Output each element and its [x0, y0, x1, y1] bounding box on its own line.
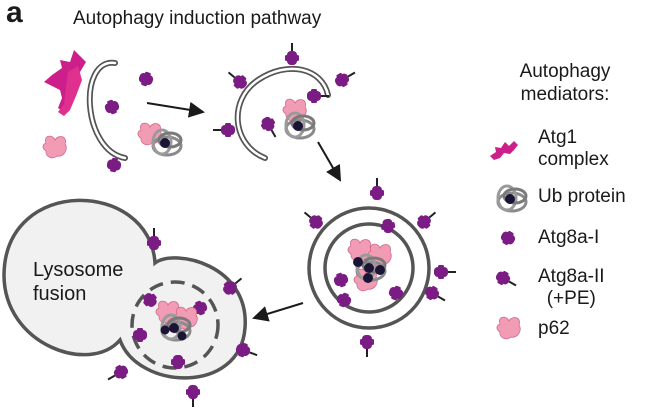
stage-4-lysosome-fusion — [2, 198, 259, 407]
atg8a-ii-icon — [258, 114, 281, 140]
atg8a-i-icon — [103, 98, 121, 116]
lysosome-fusion-label: Lysosome fusion — [33, 258, 123, 306]
legend-label-atg8a-i: Atg8a-I — [538, 227, 599, 249]
legend-icons — [490, 141, 528, 340]
autophagosome-inner-membrane — [323, 222, 415, 314]
lysosome-label-line1: Lysosome — [33, 259, 124, 281]
legend-label-line1: Atg1 — [538, 127, 578, 148]
atg1-complex-icon — [490, 141, 518, 160]
expanding-phagophore — [234, 65, 331, 161]
legend-label-line1: Ub protein — [538, 186, 626, 207]
autophagosome-outer-membrane — [307, 206, 431, 330]
ub-protein-icon — [496, 184, 528, 213]
arrow-stage3-to-stage4 — [252, 302, 304, 322]
legend-label-atg1: Atg1 complex — [538, 127, 609, 171]
atg8a-ii-icon — [213, 123, 235, 137]
legend-label-line1: Atg8a-II — [538, 266, 605, 287]
ub-protein-icon — [284, 111, 316, 140]
legend-heading-line2: mediators: — [520, 84, 610, 105]
p62-icon — [42, 135, 67, 159]
atg8a-ii-icon — [186, 385, 200, 407]
arrow-stage1-to-stage2 — [146, 101, 205, 118]
atg8a-ii-icon — [414, 207, 440, 232]
atg8a-i-icon — [137, 70, 155, 88]
legend-label-line2: complex — [538, 149, 609, 170]
stage-1-initiation — [42, 50, 183, 174]
legend-heading-line1: Autophagy — [519, 61, 611, 82]
legend-label-ub-protein: Ub protein — [538, 186, 626, 208]
stage-2-expansion — [213, 43, 358, 161]
panel-label: a — [6, 0, 23, 29]
diagram-title: Autophagy induction pathway — [73, 8, 322, 29]
legend-label-line1: Atg8a-I — [538, 227, 600, 248]
atg8a-ii-icon — [105, 362, 131, 385]
atg8a-ii-icon — [332, 271, 350, 289]
atg8a-ii-icon — [285, 43, 299, 65]
arrow-stage2-to-stage3 — [317, 141, 342, 182]
lysosome-label-line2: fusion — [33, 283, 87, 305]
stage-3-autophagosome — [300, 178, 456, 357]
atg8a-ii-icon — [434, 265, 456, 279]
atg1-complex-cluster — [44, 50, 86, 116]
atg8a-ii-icon — [493, 268, 519, 291]
p62-icon — [496, 316, 521, 340]
legend-label-line2: (+PE) — [546, 288, 596, 309]
atg8a-i-icon — [498, 228, 518, 248]
atg8a-ii-icon — [360, 335, 374, 357]
legend-label-atg8a-ii: Atg8a-II (+PE) — [538, 266, 605, 310]
legend-label-line1: p62 — [538, 318, 570, 339]
legend-heading: Autophagy mediators: — [495, 60, 635, 106]
atg8a-ii-icon — [370, 178, 384, 200]
atg8a-ii-icon — [332, 66, 358, 89]
legend-label-p62: p62 — [538, 318, 570, 340]
